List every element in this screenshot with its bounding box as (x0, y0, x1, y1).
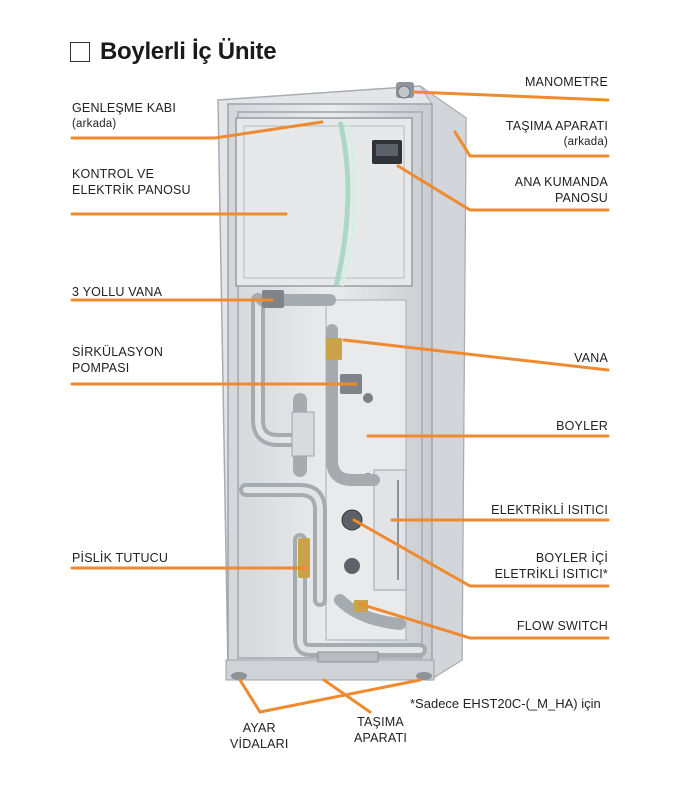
genlesme-kabi-sub: (arkada) (72, 118, 117, 130)
ayar-line1: AYAR (242, 721, 276, 735)
label-pislik-tutucu: PİSLİK TUTUCU (72, 551, 169, 565)
label-boyler-ici-isitici: BOYLER İÇİ ELETRİKLİ ISITICI* (495, 550, 608, 582)
label-manometre: MANOMETRE (524, 75, 608, 89)
pipework (239, 293, 427, 657)
boyler-ici-line1: BOYLER İÇİ (535, 551, 608, 565)
page-title: Boylerli İç Ünite (100, 38, 277, 65)
label-boyler: BOYLER (556, 419, 608, 433)
label-genlesme-kabi: GENLEŞME KABI (arkada) (72, 100, 176, 132)
label-kontrol-panosu: KONTROL VE ELEKTRİK PANOSU (72, 166, 191, 198)
tasima-ap-sub: (arkada) (563, 136, 608, 148)
footnote: *Sadece EHST20C-(_M_HA) için (410, 696, 601, 711)
control-box (235, 82, 414, 287)
sirk-line2: POMPASI (72, 361, 130, 375)
title-row: Boylerli İç Ünite (70, 38, 277, 66)
tasima-line1: TAŞIMA (357, 715, 404, 729)
label-flow-switch: FLOW SWITCH (516, 619, 608, 633)
ana-line2: PANOSU (554, 191, 608, 205)
ayar-line2: VİDALARI (230, 737, 289, 751)
tasima-ap-text: TAŞIMA APARATI (505, 119, 608, 133)
kontrol-line1: KONTROL VE (72, 167, 155, 181)
label-elektrikli-isitici: ELEKTRİKLİ ISITICI (491, 503, 608, 517)
label-tasima-aparati-arkada: TAŞIMA APARATI (arkada) (506, 118, 608, 150)
label-ayar-vidalari: AYAR VİDALARI (230, 720, 289, 752)
label-vana: VANA (574, 351, 608, 365)
label-3-yollu-vana: 3 YOLLU VANA (72, 285, 163, 299)
kontrol-line2: ELEKTRİK PANOSU (72, 183, 191, 197)
genlesme-kabi-text: GENLEŞME KABI (72, 101, 177, 115)
boyler-ici-line2: ELETRİKLİ ISITICI* (494, 567, 608, 581)
label-tasima-aparati: TAŞIMA APARATI (354, 714, 407, 746)
checkbox-icon[interactable] (70, 42, 90, 62)
label-ana-kumanda-panosu: ANA KUMANDA PANOSU (515, 174, 608, 206)
tasima-line2: APARATI (354, 731, 408, 745)
ana-line1: ANA KUMANDA (514, 175, 608, 189)
sirk-line1: SİRKÜLASYON (72, 345, 164, 359)
leader-lines (70, 90, 610, 714)
label-sirkulasyon-pompasi: SİRKÜLASYON POMPASI (72, 344, 163, 376)
